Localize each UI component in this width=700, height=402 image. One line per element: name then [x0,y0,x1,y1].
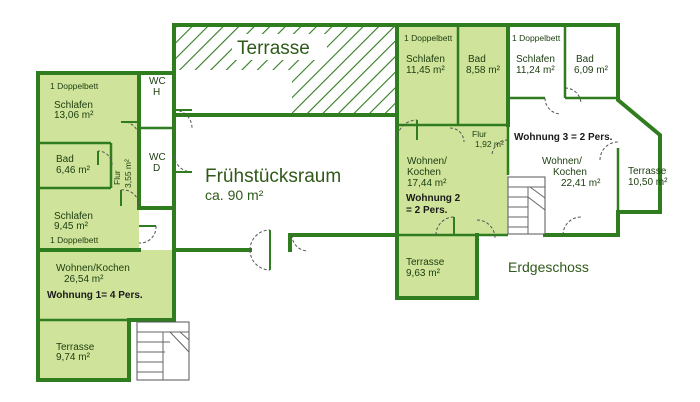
wc-h-line2: H [153,87,160,98]
terrace-top-label: Terrasse [237,38,310,59]
w2-label-line2: = 2 Pers. [406,205,448,216]
walls [36,23,662,382]
wc-d-line1: WC [149,152,166,163]
w1-label: Wohnung 1= 4 Pers. [47,290,143,301]
w1-bad-area: 6,46 m² [56,165,91,176]
w2-wohnen-line2: Kochen [407,167,441,178]
w3-label: Wohnung 3 = 2 Pers. [514,132,613,143]
w3-terrasse-name: Terrasse [628,166,667,177]
w1-flur-area: 3,55 m² [123,159,133,188]
w3-schlafen-bed: 1 Doppelbett [512,33,561,43]
w1-wohnen-area: 26,54 m² [64,274,104,285]
w1-schlafen1-bed: 1 Doppelbett [50,81,99,91]
w3-schlafen-name: Schlafen [516,54,555,65]
w2-terrasse-area: 9,63 m² [406,268,441,279]
w1-schlafen2-bed: 1 Doppelbett [50,235,99,245]
w1-terrasse-area: 9,74 m² [56,352,91,363]
w2-schlafen-name: Schlafen [406,54,445,65]
wc-h-line1: WC [149,76,166,87]
w3-schlafen-area: 11,24 m² [516,65,555,76]
w2-bad-name: Bad [468,54,486,65]
w2-bad-area: 8,58 m² [466,65,501,76]
w1-bad-name: Bad [56,154,74,165]
w2-schlafen-area: 11,45 m² [406,65,445,76]
w3-wohnen-line1: Wohnen/ [542,156,582,167]
apartment-1-area [38,73,174,380]
w1-schlafen2-name: Schlafen [54,211,93,222]
stairs-right [507,176,546,235]
w2-schlafen-bed: 1 Doppelbett [404,33,453,43]
breakfast-room-name: Frühstücksraum [205,166,341,187]
w3-bad-name: Bad [576,54,594,65]
w2-label-line1: Wohnung 2 [406,193,461,204]
w2-terrasse-name: Terrasse [406,257,445,268]
doors [97,87,619,271]
w1-schlafen2-area: 9,45 m² [54,221,89,232]
w1-schlafen1-area: 13,06 m² [54,110,94,121]
wc-d-line2: D [153,163,160,174]
breakfast-room-area: ca. 90 m² [205,187,264,203]
floor-label: Erdgeschoss [508,259,589,275]
apartment-2-area [397,25,508,298]
w2-wohnen-line1: Wohnen/ [407,156,447,167]
w3-bad-area: 6,09 m² [574,65,609,76]
w1-schlafen1-name: Schlafen [54,100,93,111]
stairs-left [136,321,190,381]
w3-terrasse-area: 10,50 m² [628,177,668,188]
w3-wohnen-line2: Kochen [553,167,587,178]
w3-wohnen-area: 22,41 m² [561,178,601,189]
w2-flur-name: Flur [472,129,487,139]
w1-wohnen-name: Wohnen/Kochen [56,263,130,274]
w1-terrasse-name: Terrasse [56,342,95,353]
w1-flur-name: Flur [112,170,122,185]
w2-flur-area: 1,92 m² [475,139,504,149]
w2-wohnen-area: 17,44 m² [407,178,447,189]
